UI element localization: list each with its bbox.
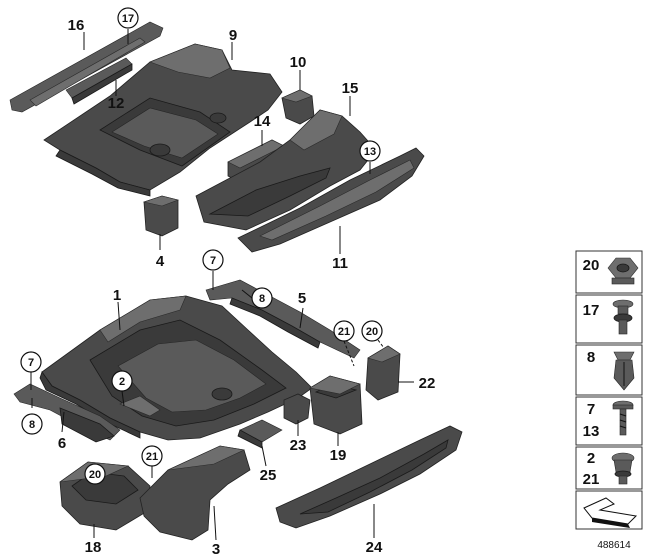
label-8-left: 8 [29, 419, 35, 431]
callout-7-left: 7 [20, 351, 42, 373]
label-12: 12 [108, 95, 125, 112]
label-22: 22 [419, 375, 436, 392]
nut-icon [607, 257, 639, 285]
legend-7: 7 [587, 401, 595, 418]
label-17: 17 [122, 13, 134, 25]
label-23: 23 [290, 437, 307, 454]
part-3-side-panel [139, 445, 251, 541]
callout-8-left: 8 [21, 413, 43, 435]
label-21-bottom: 21 [146, 451, 158, 463]
reference-number: 488614 [597, 540, 631, 551]
label-4: 4 [156, 253, 165, 270]
legend-8: 8 [587, 349, 595, 366]
callout-21-top: 21 [333, 320, 355, 342]
part-11-sill-trim [237, 147, 425, 253]
callout-7-top: 7 [202, 249, 224, 271]
legend-13: 13 [583, 423, 600, 440]
label-9: 9 [229, 27, 237, 44]
expansion-clip-icon [613, 351, 635, 391]
callout-17: 17 [117, 7, 139, 29]
part-1-floor-pan [39, 295, 313, 441]
legend-20: 20 [583, 257, 600, 274]
label-7-top: 7 [210, 255, 216, 267]
label-1: 1 [113, 287, 121, 304]
label-7-left: 7 [28, 357, 34, 369]
part-10-block [281, 89, 315, 125]
label-21-top: 21 [338, 326, 350, 338]
part-12-strip [65, 57, 133, 105]
legend-2: 2 [587, 450, 595, 467]
label-5: 5 [298, 290, 306, 307]
label-14: 14 [254, 113, 271, 130]
label-2: 2 [119, 376, 125, 388]
label-8-top: 8 [259, 293, 265, 305]
label-24: 24 [366, 539, 383, 556]
label-18: 18 [85, 539, 102, 556]
callout-20-bottom: 20 [84, 463, 106, 485]
direction-arrow-icon [583, 497, 638, 528]
label-15: 15 [342, 80, 359, 97]
part-24-long-trim [275, 425, 463, 529]
callout-2: 2 [111, 370, 133, 392]
part-25-plate [237, 419, 283, 449]
part-19-box [309, 375, 363, 435]
part-16-trim-strip [9, 21, 164, 113]
part-2-bracket [119, 395, 161, 417]
label-3: 3 [212, 541, 220, 558]
part-6-bracket [13, 383, 121, 443]
part-4-block [142, 195, 180, 237]
part-23-block [283, 393, 311, 425]
screw-icon [612, 400, 634, 436]
leader-lines [30, 29, 414, 541]
part-22-bracket [365, 345, 401, 401]
label-20-top: 20 [366, 326, 378, 338]
label-16: 16 [68, 17, 85, 34]
label-6: 6 [58, 435, 66, 452]
label-11: 11 [332, 255, 348, 272]
push-clip-icon [612, 299, 634, 335]
legend-17: 17 [583, 302, 600, 319]
callout-20-top: 20 [361, 320, 383, 342]
fastener-legend: 20 17 8 7 13 [575, 250, 643, 530]
label-20-bottom: 20 [89, 469, 101, 481]
callout-8-top: 8 [251, 287, 273, 309]
label-13: 13 [364, 146, 376, 158]
label-19: 19 [330, 447, 347, 464]
label-25: 25 [260, 467, 277, 484]
callout-13: 13 [359, 140, 381, 162]
label-10: 10 [290, 54, 307, 71]
rivet-clip-icon [611, 452, 635, 485]
part-15-side-trim [195, 109, 377, 231]
callout-21-bottom: 21 [141, 445, 163, 467]
part-9-floor-tray [43, 43, 283, 197]
legend-21: 21 [583, 471, 600, 488]
